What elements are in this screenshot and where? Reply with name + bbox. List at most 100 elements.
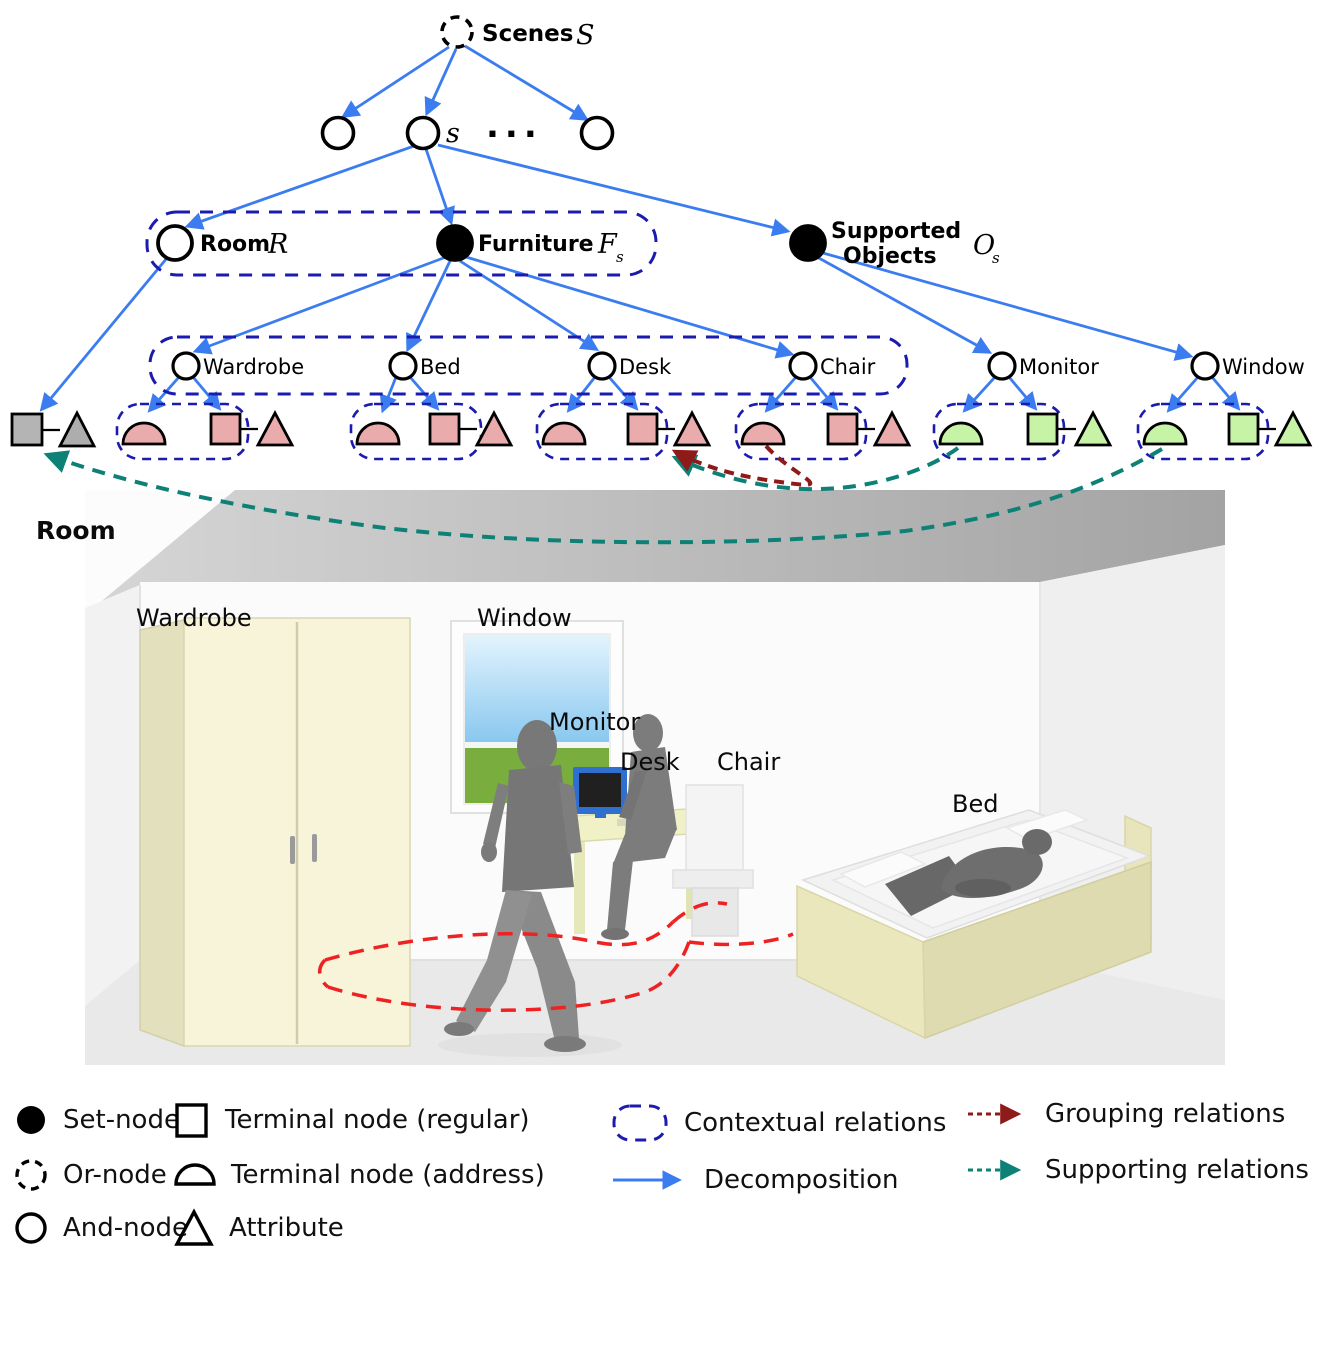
legend-supporting: Supporting relations (965, 1150, 1309, 1190)
set-node-furniture (436, 224, 474, 262)
scene-s-label: s (446, 118, 460, 149)
and-node-icon (15, 1212, 47, 1244)
legend-contextual-label: Contextual relations (684, 1108, 947, 1138)
room-node-symbol: R (267, 229, 288, 260)
terminal-address-monitor (938, 421, 984, 446)
terminal-regular-desk (626, 412, 659, 446)
and-node-chair (788, 351, 818, 381)
terminals-desk (541, 410, 712, 447)
legend-grouping: Grouping relations (965, 1094, 1285, 1134)
or-node-scenes (440, 15, 474, 49)
label-chair: Chair (717, 748, 781, 776)
attribute-bed (474, 410, 514, 447)
desk-node-label: Desk (619, 355, 672, 379)
attribute-wardrobe (255, 410, 295, 447)
attribute-chair (872, 410, 912, 447)
legend-or-node-label: Or-node (63, 1160, 167, 1190)
terminal-regular-room (10, 412, 44, 447)
legend-and-node-label: And-node (63, 1213, 189, 1243)
supported-node-label-2: Objects (843, 244, 937, 269)
legend-or-node: Or-node (13, 1155, 167, 1195)
wardrobe-node-label: Wardrobe (203, 355, 304, 379)
room-scene-title: Room (36, 516, 116, 545)
terminal-regular-wardrobe (209, 412, 242, 446)
monitor-node-label: Monitor (1019, 355, 1099, 379)
terminals-wardrobe (121, 410, 295, 447)
furniture-node-subscript: s (616, 248, 624, 266)
and-node-window (1190, 351, 1220, 381)
sitting-person (601, 714, 677, 940)
legend-terminal-regular-label: Terminal node (regular) (225, 1105, 530, 1135)
label-wardrobe: Wardrobe (136, 604, 252, 632)
legend-terminal-address-label: Terminal node (address) (231, 1160, 545, 1190)
terminals-chair (740, 410, 912, 447)
and-node-room (156, 224, 194, 262)
supporting-relation-window-room (43, 447, 1164, 545)
terminal-address-wardrobe (121, 421, 167, 446)
legend-attribute: Attribute (173, 1208, 344, 1248)
supported-node-label-1: Supported (831, 219, 961, 244)
room-scene-svg (85, 490, 1225, 1065)
or-node-icon (15, 1159, 47, 1191)
legend-attribute-label: Attribute (229, 1213, 344, 1243)
outer-wall-corner (85, 490, 235, 615)
bed-node-label: Bed (420, 355, 461, 379)
set-node-icon (17, 1106, 45, 1134)
label-desk: Desk (620, 748, 680, 776)
grouping-relations-icon (968, 1103, 1022, 1125)
legend-set-node: Set-node (13, 1100, 180, 1140)
contextual-relation-boxes (115, 210, 1270, 461)
terminal-regular-icon (175, 1103, 208, 1138)
legend-grouping-label: Grouping relations (1045, 1099, 1286, 1129)
legend-and-node: And-node (13, 1208, 188, 1248)
and-node-scene-left (320, 115, 356, 151)
left-wall (85, 585, 140, 1006)
attribute-window (1273, 410, 1313, 447)
and-node-scene-s (405, 115, 441, 151)
room-node-label: Room (200, 232, 270, 257)
and-node-monitor (987, 351, 1017, 381)
terminal-address-desk (541, 421, 587, 446)
supported-node-subscript: s (992, 249, 1000, 267)
label-monitor: Monitor (549, 708, 641, 736)
legend-terminal-address: Terminal node (address) (173, 1155, 545, 1195)
attribute-monitor (1073, 410, 1113, 447)
wardrobe-3d (139, 617, 411, 1048)
terminal-address-icon (174, 1163, 216, 1186)
legend-terminal-regular: Terminal node (regular) (173, 1100, 530, 1140)
activity-trajectories (318, 901, 794, 1012)
ellipsis-dots: ... (486, 106, 543, 146)
supporting-relation-monitor-desk (671, 446, 960, 492)
decomposition-icon (613, 1170, 682, 1190)
monitor-3d (573, 767, 627, 818)
scenes-symbol: S (576, 20, 595, 51)
wardrobe-handle-right (312, 834, 317, 862)
scenes-label: Scenes (482, 21, 573, 47)
legend-supporting-label: Supporting relations (1045, 1155, 1309, 1185)
attribute-desk (672, 410, 712, 447)
attribute-icon (174, 1208, 214, 1246)
and-node-bed (388, 351, 418, 381)
legend-decomposition: Decomposition (610, 1160, 899, 1200)
pillow (839, 851, 927, 888)
terminals-monitor (938, 410, 1113, 447)
furniture-node-label: Furniture (478, 232, 594, 257)
walking-person (444, 720, 586, 1052)
chair-node-label: Chair (820, 355, 876, 379)
terminal-regular-window (1227, 412, 1260, 446)
terminal-regular-bed (428, 412, 461, 446)
decomposition-arrows (39, 44, 1241, 414)
furniture-node-symbol: F (597, 229, 618, 260)
terminal-address-window (1142, 421, 1188, 446)
chair-3d (672, 784, 754, 937)
terminals-bed (355, 410, 514, 447)
terminal-regular-monitor (1026, 412, 1059, 446)
attribute-room (57, 409, 97, 448)
supporting-relations-icon (968, 1159, 1022, 1181)
set-node-supported-objects (789, 224, 827, 262)
and-node-wardrobe (171, 351, 201, 381)
and-node-desk (587, 351, 617, 381)
supported-node-symbol: O (973, 230, 995, 261)
